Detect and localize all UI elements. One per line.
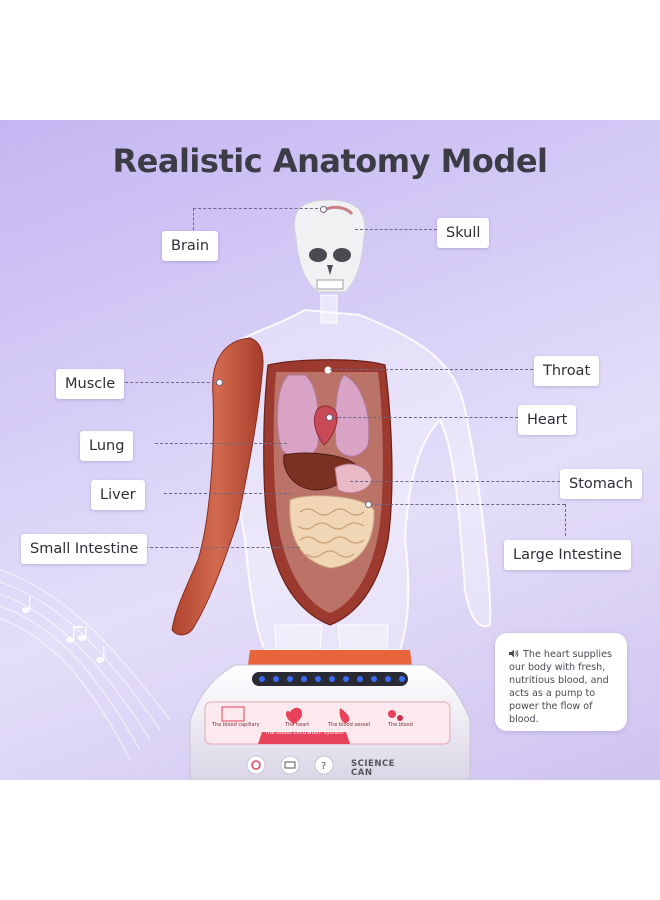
panel-item: The blood capillary xyxy=(212,722,260,728)
muscle xyxy=(171,337,264,636)
lung-left xyxy=(276,374,320,459)
throat-connector xyxy=(330,369,538,370)
label-stomach: Stomach xyxy=(560,469,642,499)
skull-connector xyxy=(355,229,437,230)
lung-connector xyxy=(155,443,287,444)
product-image: ? Realistic Anatomy Model Brain Skull Mu… xyxy=(0,120,660,780)
liver-connector xyxy=(164,493,292,494)
lung-right xyxy=(334,374,370,457)
power-icon xyxy=(251,760,261,770)
label-small-intestine: Small Intestine xyxy=(21,534,148,564)
panel-item: The blood xyxy=(388,722,413,728)
stomach xyxy=(334,463,373,494)
panel-item: The blood vessel xyxy=(328,722,371,728)
muscle-connector xyxy=(125,382,220,383)
info-text: The heart supplies our body with fresh, … xyxy=(509,649,612,725)
brand-logo: SCIENCE CAN xyxy=(351,759,395,778)
power-button xyxy=(246,755,266,775)
info-box: The heart supplies our body with fresh, … xyxy=(495,633,627,731)
throat xyxy=(324,366,332,374)
base-top xyxy=(248,650,412,665)
label-skull: Skull xyxy=(437,218,490,248)
large-intestine-connector xyxy=(370,504,565,505)
battery-button xyxy=(280,755,300,775)
label-liver: Liver xyxy=(91,480,145,510)
label-throat: Throat xyxy=(534,356,600,386)
panel-item: The heart xyxy=(285,722,310,728)
small-intestine xyxy=(289,495,375,569)
sound-waves-decoration xyxy=(0,569,171,761)
anatomy-model: ? xyxy=(171,199,492,780)
help-button xyxy=(314,755,334,775)
label-muscle: Muscle xyxy=(56,369,125,399)
heart-connector xyxy=(328,417,518,418)
question-icon: ? xyxy=(321,761,326,772)
music-note-icon xyxy=(22,596,105,663)
skull xyxy=(293,199,366,293)
page-title: Realistic Anatomy Model xyxy=(112,142,548,180)
speaker-icon xyxy=(509,649,519,658)
panel-banner: The blood circulation system xyxy=(264,730,344,736)
small-intestine-connector xyxy=(140,547,300,548)
stomach-connector xyxy=(350,481,565,482)
label-lung: Lung xyxy=(80,431,134,461)
brain-connector xyxy=(193,208,323,209)
battery-icon xyxy=(284,761,296,769)
led-strip xyxy=(259,676,405,682)
label-large-intestine: Large Intestine xyxy=(504,540,631,570)
label-heart: Heart xyxy=(518,405,577,435)
label-brain: Brain xyxy=(162,231,219,261)
